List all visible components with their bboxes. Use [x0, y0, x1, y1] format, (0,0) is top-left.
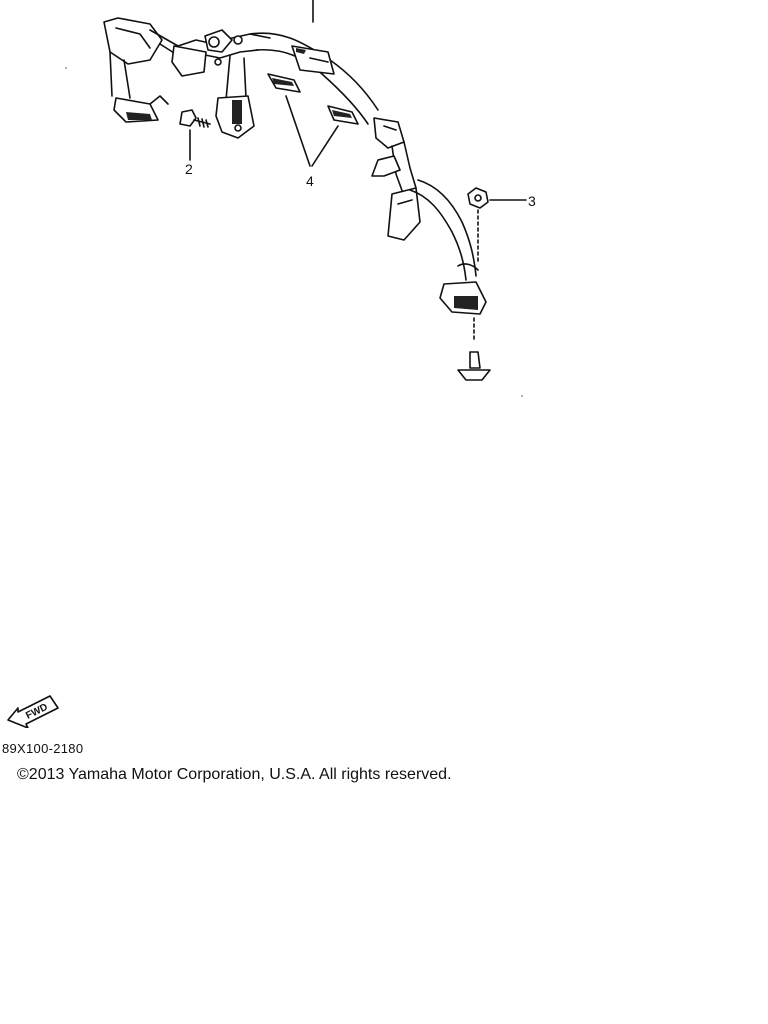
diagram-part-code: 89X100-2180: [2, 741, 84, 756]
parts-diagram: [65, 0, 527, 397]
upper-frame: [149, 29, 379, 125]
center-bracket: [215, 55, 255, 139]
nut-part-3: [467, 187, 527, 263]
right-frame: [371, 117, 491, 381]
copyright-notice: ©2013 Yamaha Motor Corporation, U.S.A. A…: [17, 766, 452, 783]
callout-number-3: 3: [528, 193, 536, 209]
left-support-bracket: [103, 17, 169, 123]
rubber-pads-part-4: [267, 73, 359, 167]
callout-number-4: 4: [306, 173, 314, 189]
bolt-part-2: [179, 109, 211, 161]
callout-number-2: 2: [185, 161, 193, 177]
fwd-arrow-icon: FWD: [7, 695, 59, 728]
